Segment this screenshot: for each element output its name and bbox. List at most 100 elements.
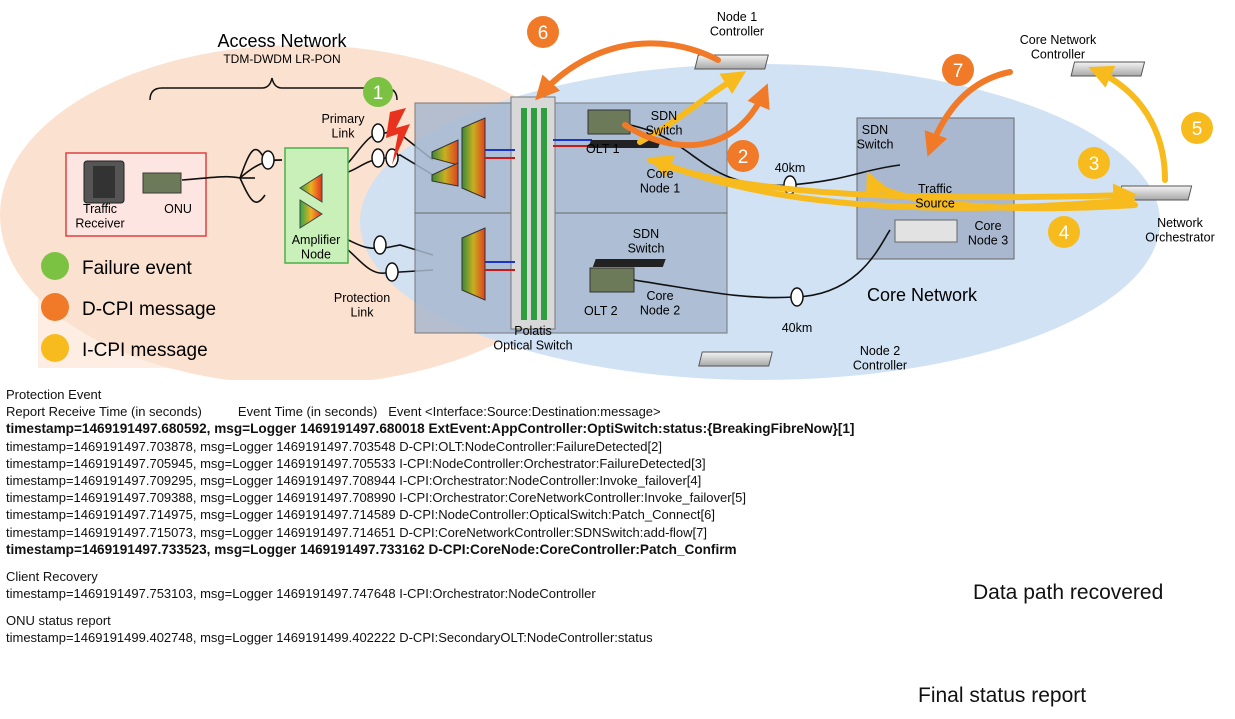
label-line: Optical Switch: [493, 338, 572, 352]
node2-controller-server: [698, 351, 773, 367]
label-line: Core: [974, 219, 1001, 233]
access-network-title: Access Network: [217, 31, 347, 51]
marker-4-label: 4: [1059, 223, 1070, 244]
label-line: Node 1: [640, 181, 680, 195]
olt1-label: OLT 1: [586, 142, 620, 156]
olt1-board: [587, 109, 631, 135]
legend-failure-swatch: [41, 252, 69, 280]
olt2-label: OLT 2: [584, 304, 618, 318]
fibre-spool-40km: [790, 287, 804, 307]
legend-icpi-swatch: [41, 334, 69, 362]
marker-7-label: 7: [953, 61, 964, 82]
client-recovery-title: Client Recovery: [6, 568, 98, 584]
demux-bottom: [461, 227, 486, 301]
marker-6: [527, 16, 559, 48]
legend-failure-label: Failure event: [82, 258, 193, 279]
label-line: Link: [332, 126, 356, 140]
log-header: Report Receive Time (in seconds) Event T…: [6, 404, 661, 420]
olt2-board: [589, 267, 635, 293]
fibre-spool: [261, 150, 275, 170]
log-line-3: timestamp=1469191497.705945, msg=Logger …: [6, 455, 706, 471]
label-line: Protection: [334, 291, 390, 305]
marker-1-label: 1: [373, 83, 384, 104]
label-line: Core: [646, 167, 673, 181]
log-line-4: timestamp=1469191497.709295, msg=Logger …: [6, 472, 702, 488]
traffic-source-device: [894, 219, 958, 243]
final-status-note: Final status report: [918, 684, 1087, 707]
label-line: Traffic: [918, 182, 952, 196]
label-line: SDN: [633, 227, 659, 241]
marker-5: [1181, 112, 1213, 144]
mux-top-b: [431, 162, 459, 187]
label-line: Traffic: [83, 202, 117, 216]
legend-dcpi-label: D-CPI message: [82, 299, 216, 320]
label-line: Node 2: [640, 303, 680, 317]
amplifier-icon: [299, 173, 323, 203]
label-line: Orchestrator: [1145, 230, 1214, 244]
traffic-receiver-panel: [93, 166, 115, 198]
onu-label: ONU: [164, 202, 192, 216]
marker-3-label: 3: [1089, 154, 1100, 175]
amplifier-node: [284, 147, 349, 264]
log-line-1: timestamp=1469191497.680592, msg=Logger …: [6, 421, 855, 437]
label-line: Switch: [628, 241, 665, 255]
fibre-spool: [371, 148, 385, 168]
onu-status-title: ONU status report: [6, 613, 111, 629]
label-line: Node 3: [968, 233, 1008, 247]
fibre-spool: [385, 262, 399, 282]
fibre-spool: [371, 123, 385, 143]
label-line: Source: [915, 196, 955, 210]
label-line: Network: [1157, 216, 1204, 230]
label-line: Receiver: [75, 216, 124, 230]
km-label-1: 40km: [775, 161, 806, 175]
protection-event-title: Protection Event: [6, 387, 102, 402]
onu-status-line: timestamp=1469191499.402748, msg=Logger …: [6, 630, 653, 646]
fibre-break-bolt: [386, 108, 410, 165]
icpi-arrows: [637, 65, 1168, 212]
network-diagram: 1 6 2 7 3 4 5 Failure event D-CPI messag…: [0, 10, 1215, 380]
marker-3: [1078, 147, 1110, 179]
label-line: Switch: [646, 123, 683, 137]
legend-bg: [38, 243, 243, 368]
onu-board: [142, 172, 182, 194]
event-log: Protection Event Report Receive Time (in…: [6, 386, 1231, 647]
label-line: Core Network: [1020, 33, 1097, 47]
polatis-ports: [521, 108, 547, 320]
log-line-7: timestamp=1469191497.715073, msg=Logger …: [6, 524, 707, 540]
label-line: Primary: [321, 112, 365, 126]
log-line-6: timestamp=1469191497.714975, msg=Logger …: [6, 507, 715, 523]
label-line: Node 1: [717, 10, 757, 24]
marker-1: [363, 77, 393, 107]
fibre-spool: [373, 235, 387, 255]
client-recovery-line: timestamp=1469191497.753103, msg=Logger …: [6, 586, 596, 602]
label-line: Polatis: [514, 324, 552, 338]
amplifier-icon: [299, 199, 323, 229]
legend-icpi-label: I-CPI message: [82, 340, 208, 361]
marker-7: [942, 54, 974, 86]
legend-dcpi-swatch: [41, 293, 69, 321]
km-label-2: 40km: [782, 321, 813, 335]
demux-top: [461, 117, 486, 199]
marker-5-label: 5: [1192, 119, 1203, 140]
label-line: Link: [351, 305, 375, 319]
label-line: Node: [301, 247, 331, 261]
label-line: Controller: [710, 24, 764, 38]
data-path-recovered-note: Data path recovered: [973, 581, 1164, 604]
marker-2-label: 2: [738, 147, 749, 168]
sdn-switch-2: [592, 259, 666, 267]
label-line: Controller: [1031, 47, 1085, 61]
